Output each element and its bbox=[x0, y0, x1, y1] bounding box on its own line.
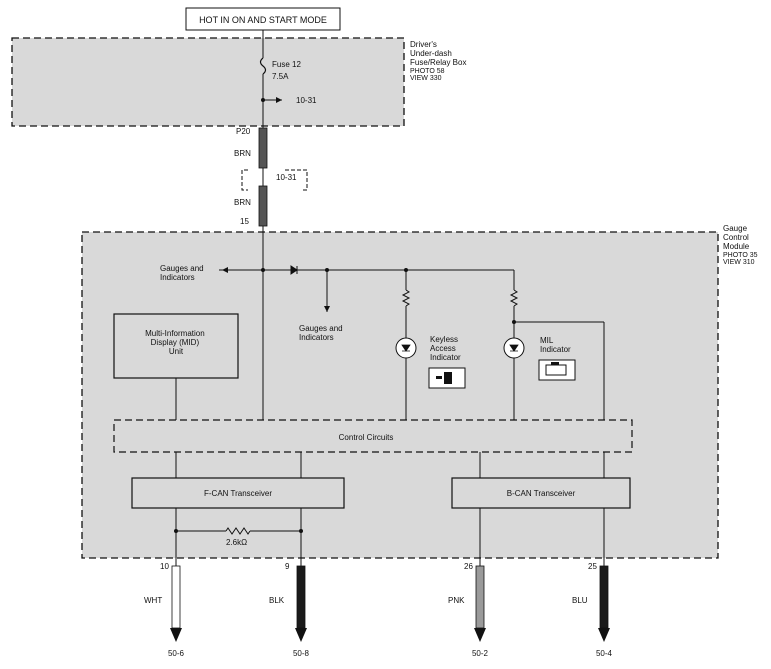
terminating-resistor bbox=[225, 527, 251, 535]
keyless-label: Keyless Access Indicator bbox=[430, 335, 461, 362]
fcan-transceiver-box bbox=[131, 477, 345, 509]
fuse-rating: 7.5A bbox=[272, 72, 289, 81]
pin-25: 25 bbox=[588, 562, 597, 571]
gauges-left-label: Gauges and Indicators bbox=[160, 264, 206, 282]
brn-wire-upper bbox=[258, 127, 268, 169]
fuse-name: Fuse 12 bbox=[272, 60, 301, 69]
splice-bracket bbox=[241, 169, 308, 191]
wire-color-blu: BLU bbox=[572, 596, 588, 605]
fuse-branch-ref: 10-31 bbox=[296, 96, 317, 105]
gauge-module-label: Gauge Control Module PHOTO 35 VIEW 310 bbox=[723, 224, 760, 266]
mil-resistor bbox=[509, 289, 519, 307]
wire-blu bbox=[599, 565, 609, 629]
mode-title: HOT IN ON AND START MODE bbox=[199, 15, 327, 25]
control-circuits-label: Control Circuits bbox=[339, 433, 394, 442]
pin-15: 15 bbox=[240, 217, 249, 226]
wire-arrow-blk bbox=[295, 628, 307, 642]
wire-ref-50-6: 50-6 bbox=[168, 649, 185, 658]
splice-ref: 10-31 bbox=[276, 173, 297, 182]
brn-wire-lower bbox=[258, 185, 268, 227]
pin-10: 10 bbox=[160, 562, 169, 571]
fuse-box-panel bbox=[11, 37, 405, 127]
fuse-box-label: Driver's Under-dash Fuse/Relay Box PHOTO… bbox=[410, 40, 469, 82]
wire-color-upper: BRN bbox=[234, 149, 251, 158]
wire-color-blk: BLK bbox=[269, 596, 285, 605]
bcan-transceiver-box bbox=[451, 477, 631, 509]
wire-arrow-blu bbox=[598, 628, 610, 642]
fcan-label: F-CAN Transceiver bbox=[204, 489, 272, 498]
bcan-label: B-CAN Transceiver bbox=[507, 489, 576, 498]
diode-symbol bbox=[290, 265, 298, 275]
wire-color-lower: BRN bbox=[234, 198, 251, 207]
wire-arrow-pnk bbox=[474, 628, 486, 642]
pin-26: 26 bbox=[464, 562, 473, 571]
keyless-resistor bbox=[401, 289, 411, 307]
wire-color-pnk: PNK bbox=[448, 596, 465, 605]
wire-ref-50-8: 50-8 bbox=[293, 649, 310, 658]
wire-pnk bbox=[475, 565, 485, 629]
wire-color-wht: WHT bbox=[144, 596, 162, 605]
control-circuits-box bbox=[113, 419, 633, 453]
mil-label: MIL Indicator bbox=[540, 336, 571, 354]
mid-unit-box bbox=[113, 313, 239, 379]
resistor-value: 2.6kΩ bbox=[226, 538, 247, 547]
wire-ref-50-4: 50-4 bbox=[596, 649, 613, 658]
pin-9: 9 bbox=[285, 562, 290, 571]
wire-blk bbox=[296, 565, 306, 629]
gauges-mid-label: Gauges and Indicators bbox=[299, 324, 345, 342]
wire-wht bbox=[171, 565, 181, 629]
fuse-symbol bbox=[259, 57, 267, 75]
mid-unit-label: Multi-Information Display (MID) Unit bbox=[145, 329, 207, 356]
wire-arrow-wht bbox=[170, 628, 182, 642]
pin-p20: P20 bbox=[236, 127, 251, 136]
wire-ref-50-2: 50-2 bbox=[472, 649, 489, 658]
